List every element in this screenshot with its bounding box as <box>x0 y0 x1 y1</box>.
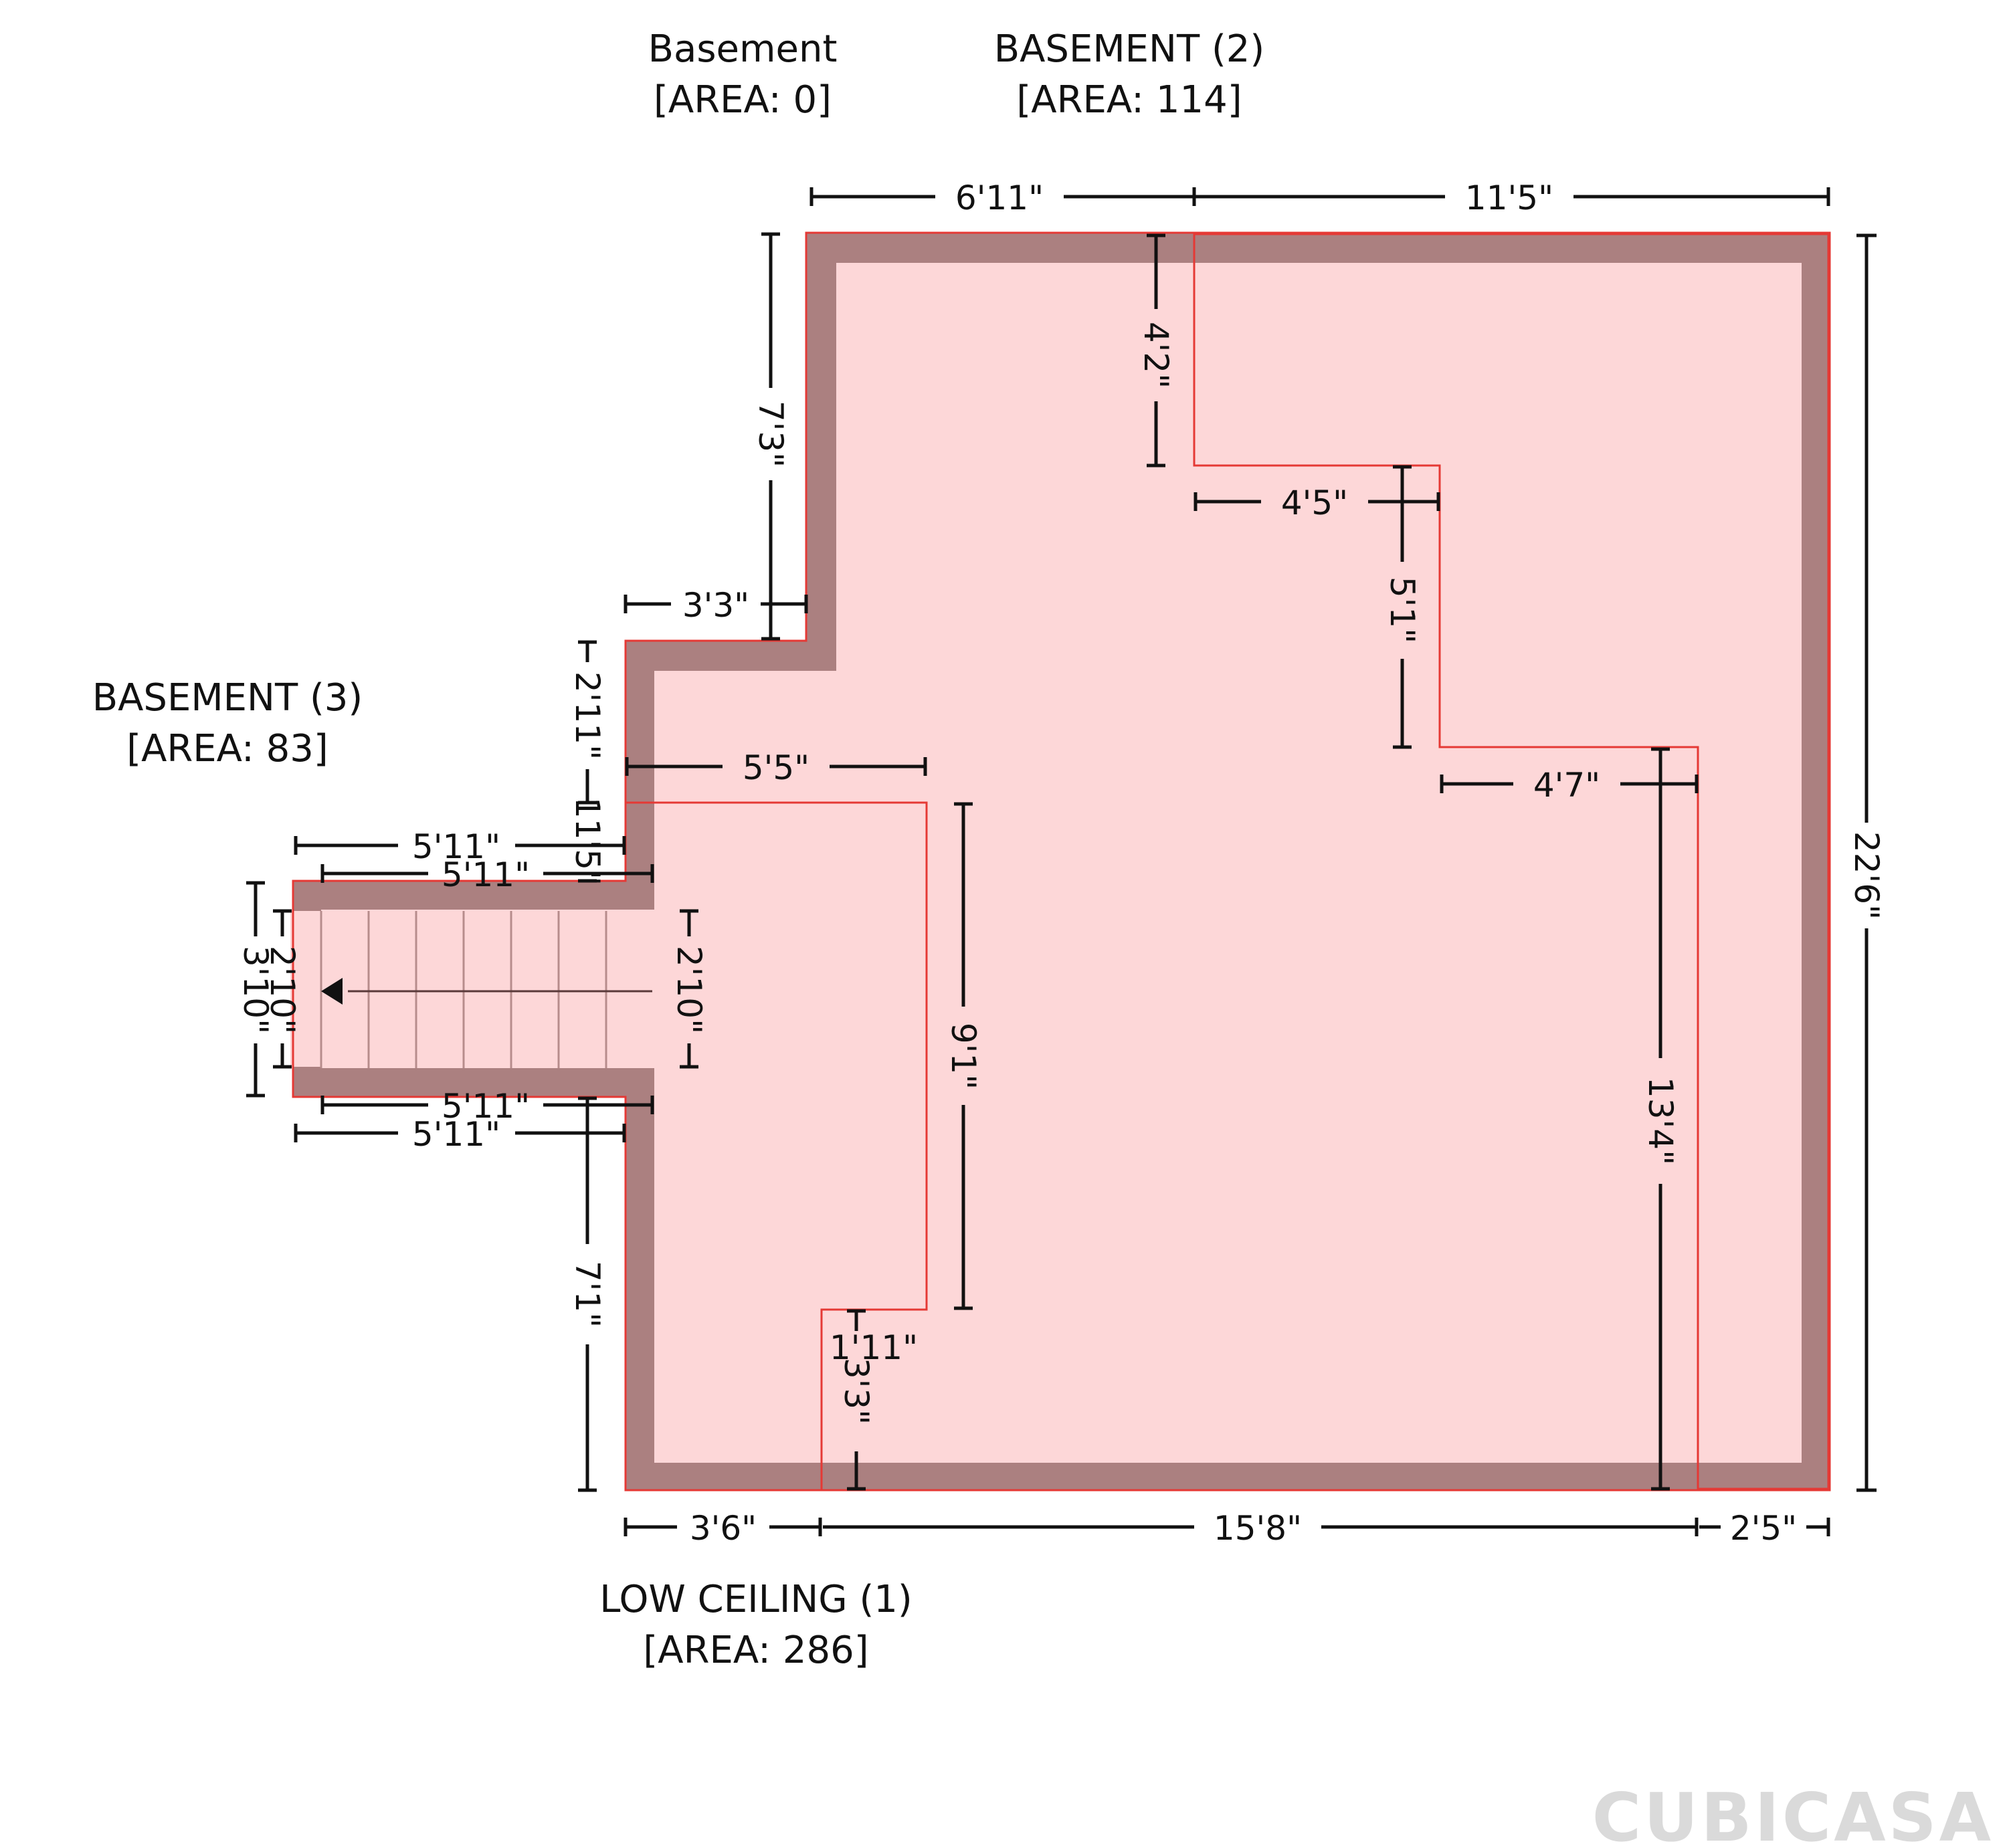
dim-inner-top-drop: 4'2" <box>1137 322 1175 389</box>
dim-inner-step1-h: 5'1" <box>1383 577 1422 643</box>
stair <box>320 911 652 1068</box>
dimension-lines: 6'11" 11'5" 22'6" 7'3" 3'3" 4'2" <box>236 179 1886 1548</box>
dim-inner-step2-h: 13'4" <box>1641 1077 1680 1165</box>
dim-notch-small-w: 1'11" <box>830 1328 918 1367</box>
dim-stair-right: 2'10" <box>670 946 708 1034</box>
room-name-basement2: BASEMENT (2) <box>994 27 1265 71</box>
basement2-outline <box>1193 233 1830 1490</box>
dim-inner-step2-w: 4'7" <box>1533 766 1600 805</box>
dim-stair-left-outer: 3'10" <box>236 946 275 1034</box>
floor-interior <box>321 263 1802 1463</box>
room-area-low-ceiling: [AREA: 286] <box>643 1629 868 1672</box>
outer-outline <box>292 231 1831 1492</box>
dim-top-left: 6'11" <box>955 179 1044 217</box>
dim-left-upper: 7'3" <box>751 401 790 468</box>
dim-stair-left-inner: 2'10" <box>263 946 302 1034</box>
room-area-basement3: [AREA: 83] <box>126 727 328 771</box>
room-area-basement: [AREA: 0] <box>654 78 832 122</box>
stair-arrow-icon <box>321 978 343 1005</box>
dim-stair-top-inner: 5'11" <box>442 855 530 894</box>
room-name-basement: Basement <box>648 27 838 71</box>
dim-bottom-mid: 15'8" <box>1214 1509 1302 1548</box>
room-labels: Basement [AREA: 0] BASEMENT (2) [AREA: 1… <box>92 27 1265 1672</box>
dim-low-ceiling-h: 9'1" <box>944 1023 983 1090</box>
room-name-basement3: BASEMENT (3) <box>92 676 363 720</box>
dim-stair-bottom-inner: 5'11" <box>442 1087 530 1126</box>
dim-stair-bottom-outer: 5'11" <box>412 1115 500 1154</box>
dim-bottom-right: 2'5" <box>1730 1509 1797 1548</box>
dim-low-ceiling-w: 5'5" <box>743 748 809 787</box>
room-outlines <box>292 231 1831 1492</box>
room-area-basement2: [AREA: 114] <box>1016 78 1242 122</box>
dim-notch-small-h: 3'3" <box>837 1358 876 1425</box>
dim-bottom-left: 3'6" <box>690 1509 757 1548</box>
room-name-low-ceiling: LOW CEILING (1) <box>599 1578 913 1621</box>
dim-left-small: 11'5" <box>568 797 607 886</box>
dim-stair-top-outer: 5'11" <box>412 827 500 866</box>
dim-left-lower: 7'1" <box>568 1261 607 1328</box>
stair-opening <box>290 911 321 1067</box>
low-ceiling-outline <box>626 801 928 1490</box>
dim-right-total: 22'6" <box>1847 831 1886 920</box>
cubicasa-logo: CUBICASA <box>1592 1778 1994 1848</box>
dim-left-mid: 2'11" <box>568 672 607 760</box>
dim-notch-width: 3'3" <box>682 586 749 625</box>
dim-inner-step1-w: 4'5" <box>1281 484 1348 522</box>
dim-top-right: 11'5" <box>1465 179 1553 217</box>
